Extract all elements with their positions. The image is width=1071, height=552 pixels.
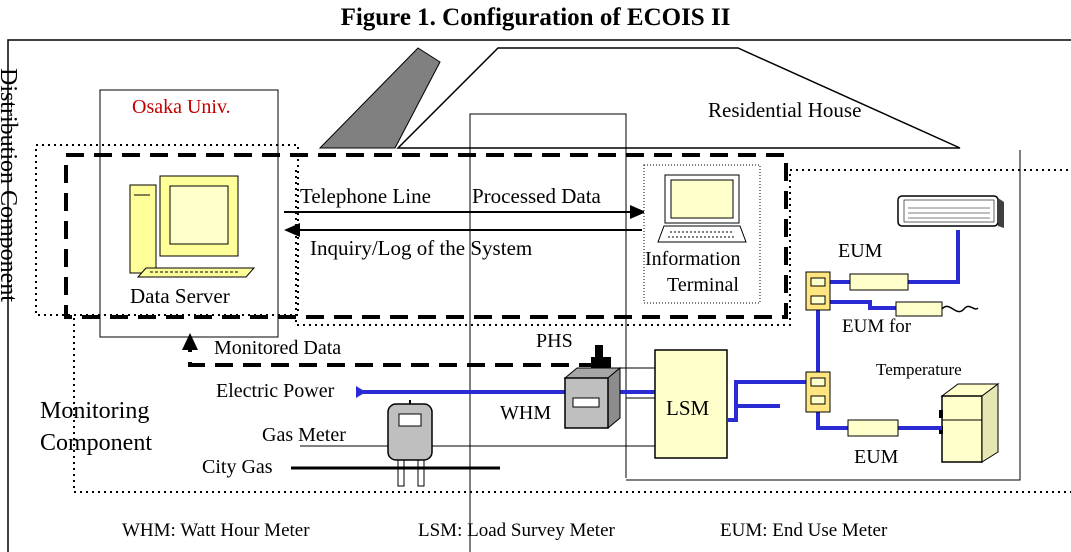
monitored-data-label: Monitored Data — [214, 337, 342, 359]
dotted-monitoring-region — [73, 318, 1071, 493]
refrigerator — [939, 383, 1000, 463]
outlet-lower — [805, 371, 831, 413]
temperature-sensor-wire — [941, 305, 979, 313]
figure-title: Figure 1. Configuration of ECOIS II — [340, 4, 731, 31]
data-server-computer — [129, 175, 256, 278]
processed-data-label: Processed Data — [472, 184, 601, 208]
lsm-label: LSM — [666, 396, 710, 420]
information-terminal-laptop — [643, 164, 761, 304]
monitored-data-arrow — [182, 333, 198, 350]
gas-meter — [387, 400, 433, 487]
component-label: Component — [40, 430, 152, 456]
terminal-label: Terminal — [667, 274, 739, 296]
monitored-data-line — [188, 350, 597, 367]
osaka-univ-text: Osaka Univ. — [132, 96, 231, 118]
eum-temperature-meter — [895, 301, 943, 317]
house-inner-wall — [469, 113, 627, 552]
air-conditioner — [897, 195, 1004, 228]
gas-meter-label: Gas Meter — [262, 424, 346, 446]
outlet-upper — [805, 271, 831, 311]
power-wiring — [360, 230, 960, 430]
electric-power-label: Electric Power — [216, 380, 335, 402]
temperature-label: Temperature — [876, 360, 962, 379]
legend-eum: EUM: End Use Meter — [720, 520, 888, 541]
whm-label: WHM — [500, 402, 552, 424]
roof-main — [396, 47, 961, 149]
phs-label: PHS — [536, 330, 573, 352]
eum-meter-bottom — [847, 419, 899, 437]
city-gas-label: City Gas — [202, 456, 273, 478]
dotted-house-region — [295, 169, 1071, 326]
osaka-univ-label: Osaka Univ. — [132, 96, 231, 119]
roof-left — [318, 47, 441, 149]
residential-house-label: Residential House — [708, 98, 862, 122]
distribution-component-label: Distribution Component — [0, 68, 21, 302]
arrow-to-terminal — [630, 205, 646, 219]
inquiry-log-label: Inquiry/Log of the System — [310, 236, 533, 260]
distribution-dashed-box — [64, 153, 788, 319]
legend-whm: WHM: Watt Hour Meter — [122, 520, 310, 541]
arrow-to-server — [284, 223, 300, 237]
telephone-line-label: Telephone Line — [300, 184, 431, 208]
outer-frame — [7, 39, 1071, 552]
eum-for-label: EUM for — [842, 316, 912, 337]
information-label: Information — [645, 248, 741, 270]
watt-hour-meter — [563, 366, 622, 430]
data-server-label: Data Server — [130, 284, 230, 308]
lsm-box — [654, 349, 728, 459]
eum-bottom-label: EUM — [854, 446, 899, 468]
eum-meter-top — [849, 273, 909, 291]
house-right-wall — [626, 150, 1021, 481]
legend-lsm: LSM: Load Survey Meter — [418, 520, 615, 541]
eum-top-label: EUM — [838, 240, 883, 262]
monitoring-label: Monitoring — [40, 398, 150, 424]
